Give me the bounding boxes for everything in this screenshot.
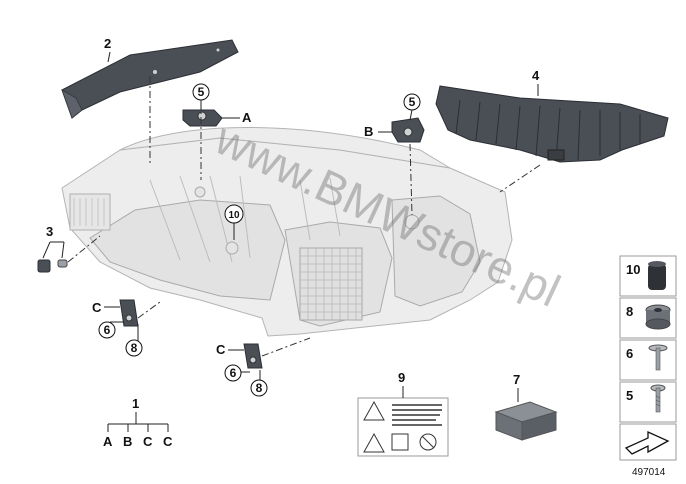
dash-line-part-4 <box>499 164 541 193</box>
kit-letter-c1: C <box>143 434 153 449</box>
parts-legend: 10 8 6 5 <box>619 255 677 461</box>
legend-number-5: 5 <box>626 388 633 403</box>
callout-10: 10 <box>228 210 240 221</box>
callout-circle-8b <box>250 379 268 397</box>
grommet-icon <box>645 304 671 330</box>
part-3-screws <box>37 259 68 273</box>
clip-c-mid <box>243 343 263 369</box>
callout-8b: 8 <box>256 381 263 395</box>
direction-arrow-icon <box>624 430 670 455</box>
washer-screw-icon <box>648 344 668 371</box>
kit-letter-a: A <box>103 434 113 449</box>
callout-4: 4 <box>532 68 540 83</box>
callout-circle-8a <box>125 339 143 357</box>
callout-5b: 5 <box>409 95 416 109</box>
callout-circle-6a <box>98 321 116 339</box>
reference-number: 497014 <box>632 467 666 478</box>
letter-a-top: A <box>242 110 252 125</box>
callout-7: 7 <box>513 372 520 387</box>
callout-8a: 8 <box>131 341 138 355</box>
legend-cell-5 <box>619 381 677 423</box>
part-9-label <box>357 397 449 457</box>
callout-2: 2 <box>104 36 111 51</box>
letter-c-mid: C <box>216 342 226 357</box>
part-7-pad <box>494 401 558 441</box>
laser-warning-icon <box>363 400 385 421</box>
dash-line-5b <box>409 143 413 216</box>
part-4-bracket <box>435 85 669 163</box>
legend-number-6: 6 <box>626 346 633 361</box>
dash-line-c-mid <box>261 337 311 357</box>
legend-number-10: 10 <box>626 262 640 277</box>
headlight-housing <box>61 127 513 337</box>
letter-c-left: C <box>92 300 102 315</box>
callout-5a: 5 <box>198 85 205 99</box>
leader-3 <box>42 241 65 259</box>
vent-grille <box>69 193 111 231</box>
no-disposal-icon <box>419 433 437 451</box>
screw-icon <box>650 384 666 413</box>
callout-9: 9 <box>398 370 405 385</box>
connector-grid <box>299 247 363 321</box>
callout-1: 1 <box>132 396 139 411</box>
callout-circle-10 <box>224 204 244 224</box>
bracket-a <box>182 109 223 127</box>
dash-line-3 <box>67 235 101 263</box>
kit-letter-c2: C <box>163 434 173 449</box>
leader-2 <box>107 51 111 63</box>
legend-number-8: 8 <box>626 304 633 319</box>
callout-circle-6b <box>224 364 242 382</box>
hazard-warning-icon <box>363 432 385 453</box>
leader-6-8-mid <box>240 370 261 380</box>
kit-letter-b: B <box>123 434 132 449</box>
cap-nut-icon <box>648 261 666 290</box>
callout-6a: 6 <box>104 323 111 337</box>
kit-1-bracket <box>107 412 169 432</box>
callout-6b: 6 <box>230 366 237 380</box>
manual-icon <box>391 433 409 451</box>
callout-3: 3 <box>46 224 53 239</box>
letter-b-top: B <box>364 124 373 139</box>
leader-5b <box>409 109 413 121</box>
dash-line-c-left <box>137 301 161 319</box>
bracket-b <box>391 117 425 143</box>
